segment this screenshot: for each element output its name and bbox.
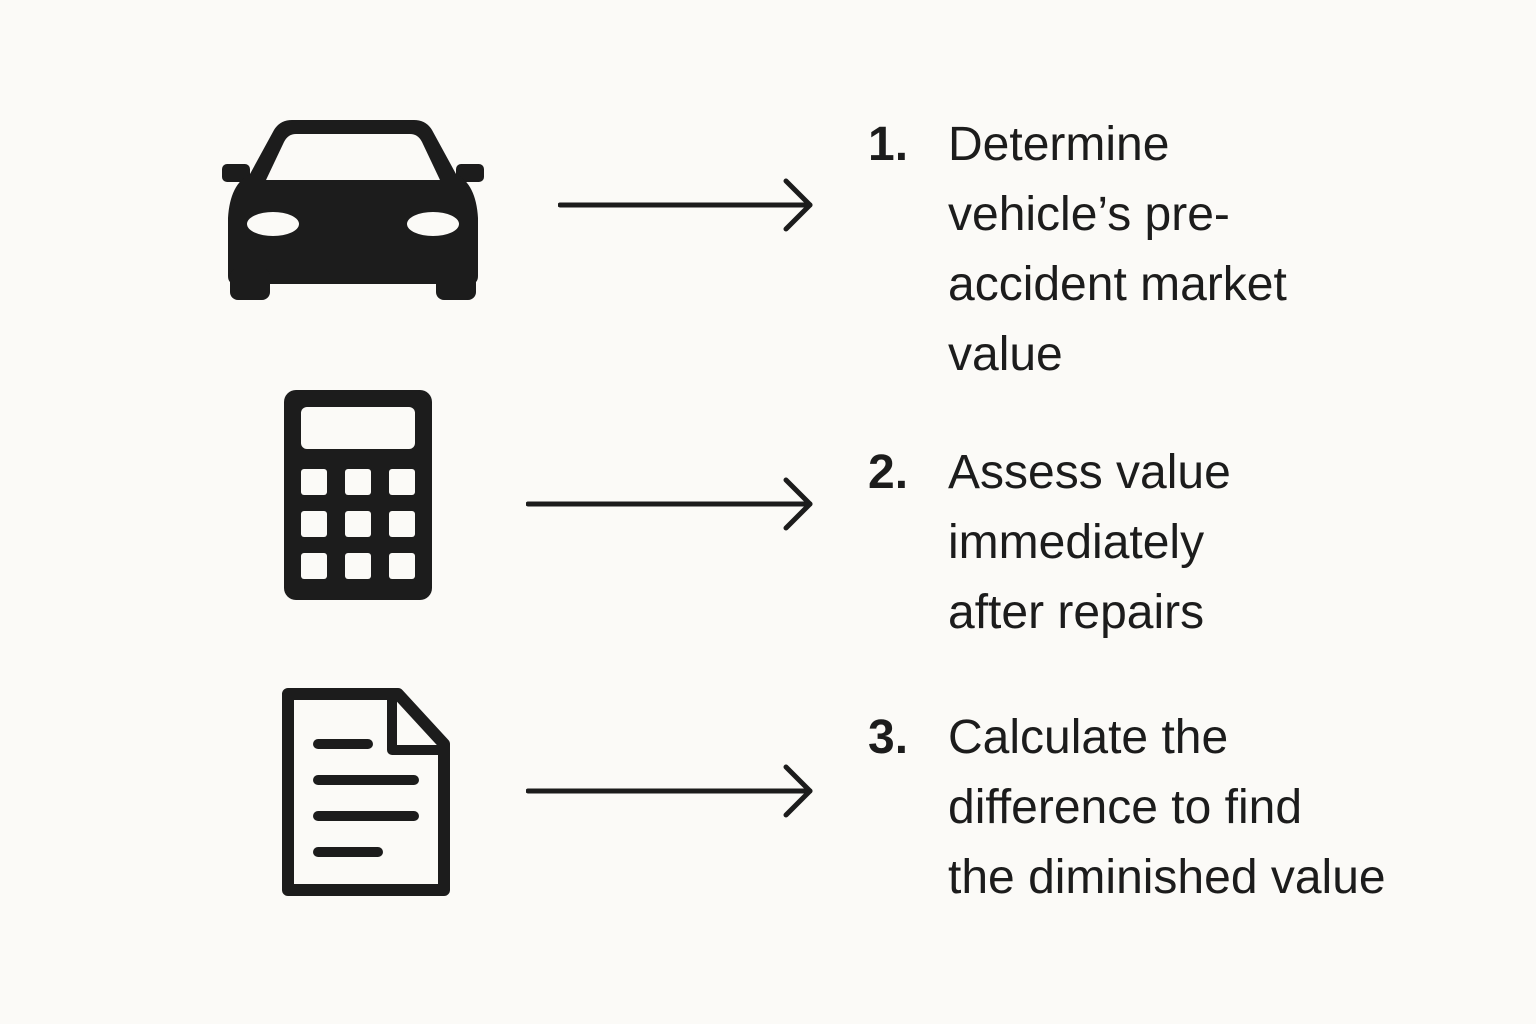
step-number: 1.: [868, 118, 909, 171]
step-text-line: after repairs: [948, 586, 1205, 639]
arrow-right-icon: [526, 477, 813, 531]
step-text-line: vehicle’s pre-: [948, 188, 1230, 241]
arrow-right-icon: [558, 178, 813, 232]
step-number: 3.: [868, 711, 909, 764]
step-text-line: immediately: [948, 516, 1205, 569]
step-description: Calculate the difference to find the dim…: [948, 703, 1386, 913]
step-1: 1. Determine vehicle’s pre- accident mar…: [868, 110, 1508, 400]
step-text-line: difference to find: [948, 781, 1303, 834]
step-text-line: Calculate the: [948, 711, 1229, 764]
step-text-line: the diminished value: [948, 851, 1386, 904]
step-2: 2. Assess value immediately after repair…: [868, 438, 1508, 658]
step-description: Assess value immediately after repairs: [948, 438, 1231, 648]
step-number: 2.: [868, 446, 909, 499]
step-3: 3. Calculate the difference to find the …: [868, 703, 1508, 923]
step-text-line: Determine: [948, 118, 1170, 171]
arrow-right-icon: [526, 764, 813, 818]
step-description: Determine vehicle’s pre- accident market…: [948, 110, 1287, 390]
step-text-line: accident market: [948, 258, 1287, 311]
car-icon: [222, 120, 484, 300]
step-text-line: value: [948, 328, 1063, 381]
document-icon: [282, 688, 450, 896]
step-text-line: Assess value: [948, 446, 1231, 499]
calculator-icon: [284, 390, 432, 600]
